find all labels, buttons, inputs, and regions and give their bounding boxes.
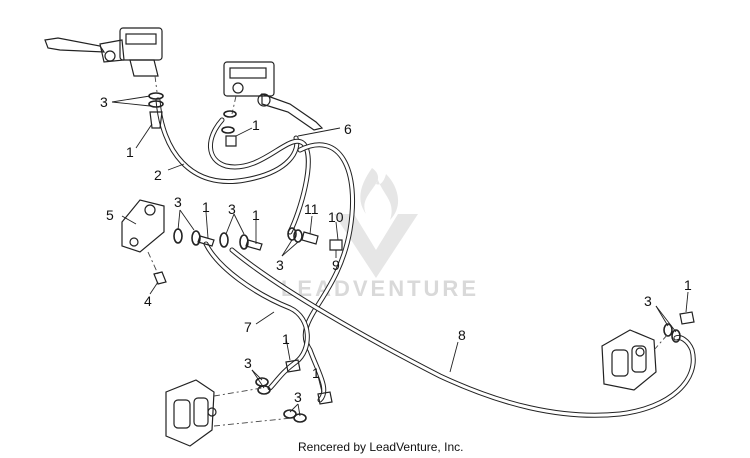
callout-3: 3 — [276, 257, 284, 273]
left-master-cylinder — [44, 27, 163, 93]
right-caliper — [601, 329, 669, 391]
distributor-block — [121, 199, 167, 285]
brake-hoses — [155, 97, 696, 418]
left-caliper — [165, 379, 293, 447]
callout-3: 3 — [644, 293, 652, 309]
callout-1: 1 — [684, 277, 692, 293]
callout-10: 10 — [328, 209, 344, 225]
callout-3: 3 — [294, 389, 302, 405]
watermark-flame-icon — [360, 168, 399, 220]
watermark: LEADVENTURE — [281, 168, 479, 301]
callout-1: 1 — [252, 207, 260, 223]
callout-2: 2 — [154, 167, 162, 183]
callout-1: 1 — [312, 365, 320, 381]
callout-9: 9 — [332, 257, 340, 273]
callout-1: 1 — [252, 117, 260, 133]
callout-6: 6 — [344, 121, 352, 137]
callout-4: 4 — [144, 293, 152, 309]
callout-7: 7 — [244, 319, 252, 335]
watermark-text: LEADVENTURE — [281, 276, 479, 301]
callout-8: 8 — [458, 327, 466, 343]
callout-1: 1 — [282, 331, 290, 347]
fittings — [148, 92, 695, 423]
callout-3: 3 — [228, 201, 236, 217]
right-master-cylinder — [223, 61, 324, 131]
callout-3: 3 — [244, 355, 252, 371]
callout-11: 11 — [304, 201, 319, 217]
callout-3: 3 — [100, 94, 108, 110]
leader-lines — [111, 95, 689, 417]
callout-1: 1 — [126, 144, 134, 160]
callout-5: 5 — [106, 207, 114, 223]
watermark-chevron-icon — [334, 214, 418, 278]
callout-1: 1 — [202, 199, 210, 215]
callout-labels: 3 1 2 1 6 5 3 1 3 1 11 10 3 9 4 7 1 8 3 … — [100, 94, 692, 405]
footer-credit: Rencered by LeadVenture, Inc. — [298, 440, 463, 454]
callout-3: 3 — [174, 194, 182, 210]
